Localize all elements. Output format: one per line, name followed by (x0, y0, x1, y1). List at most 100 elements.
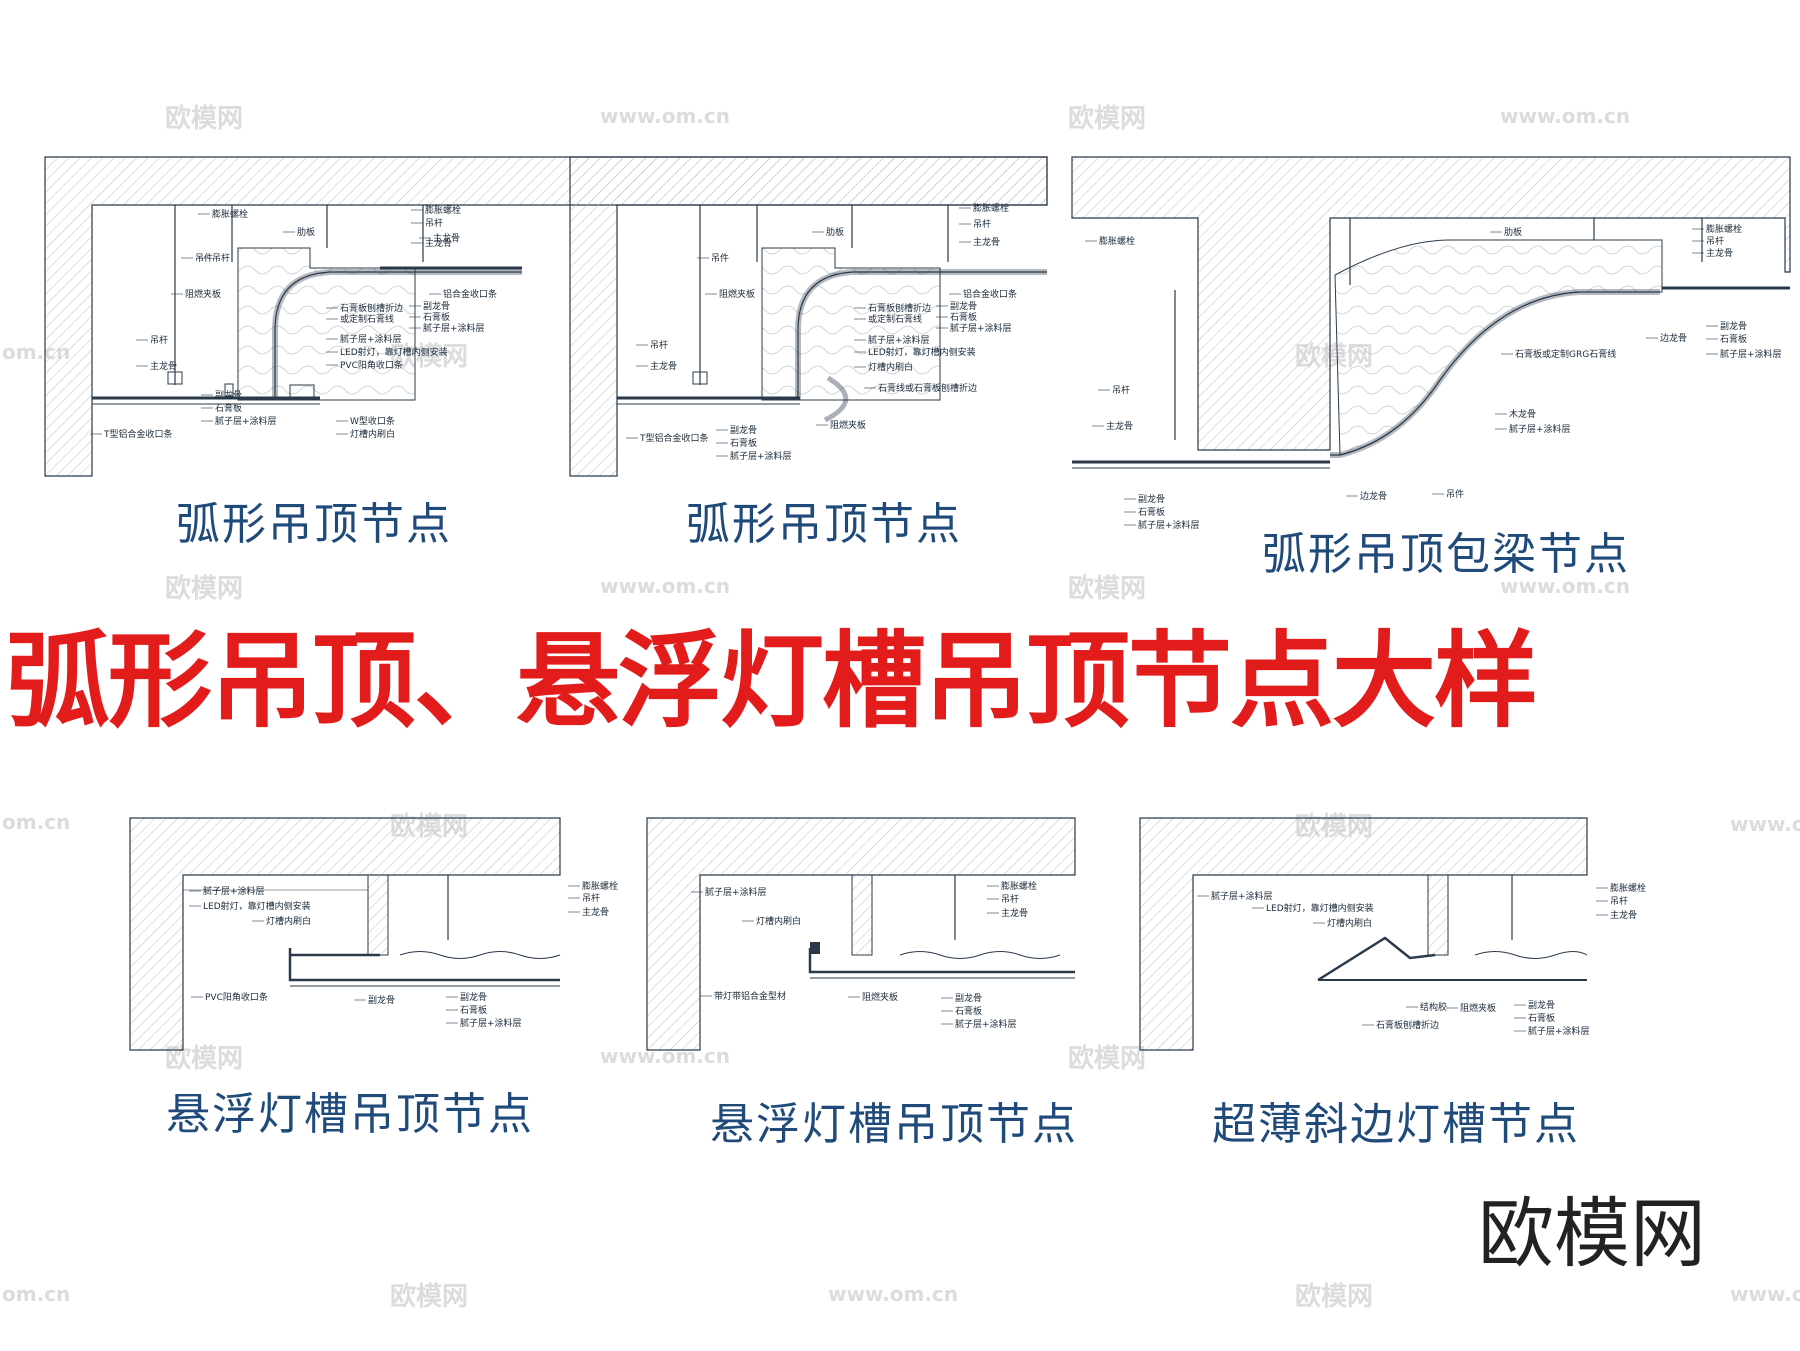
annotation-label: 腻子层+涂料层 (1138, 519, 1200, 531)
panel-5-concrete (646, 817, 1076, 1051)
annotation-label: 石膏板 (1528, 1012, 1555, 1024)
annotation-label: 边龙骨 (1360, 490, 1387, 502)
annotation-label: 带灯带铝合金型材 (714, 990, 786, 1002)
panel-3-title: 弧形吊顶包梁节点 (1262, 529, 1630, 580)
annotation-label: 副龙骨 (460, 991, 487, 1003)
annotation-label: 石膏线或石膏板刨槽折边 (878, 382, 977, 394)
watermark-url: www.om.cn (1500, 104, 1631, 128)
annotation-label: 石膏板刨槽折边 (1376, 1019, 1439, 1031)
annotation-label: 吊杆 (582, 892, 600, 904)
annotation-label: 腻子层+涂料层 (955, 1018, 1017, 1030)
annotation-label: 主龙骨 (150, 360, 177, 372)
annotation-label: 膨胀螺栓 (1099, 235, 1135, 247)
annotation-label: 主龙骨 (582, 906, 609, 918)
annotation-label: 或定制石膏线 (340, 313, 394, 325)
annotation-label: 主龙骨 (973, 236, 1000, 248)
annotation-label: 膨胀螺栓 (1610, 882, 1646, 894)
annotation-label: 副龙骨 (423, 300, 450, 312)
panel-5-title: 悬浮灯槽吊顶节点 (710, 1099, 1078, 1150)
panel-2-title: 弧形吊顶节点 (686, 499, 962, 550)
annotation-label: 吊杆 (1610, 895, 1628, 907)
annotation-label: 副龙骨 (215, 389, 242, 401)
annotation-label: 膨胀螺栓 (425, 204, 461, 216)
annotation-label: 腻子层+涂料层 (730, 450, 792, 462)
annotation-label: 结构胶 (1420, 1001, 1447, 1013)
annotation-label: 灯槽内刷白 (868, 361, 913, 373)
watermark-brand: 欧模网 (1068, 104, 1147, 134)
annotation-label: 灯槽内刷白 (1327, 917, 1372, 929)
annotation-label: 吊杆 (1001, 893, 1019, 905)
annotation-label: 副龙骨 (1528, 999, 1555, 1011)
annotation-label: 肋板 (826, 226, 844, 238)
watermark-url-short: om.cn (2, 810, 71, 834)
watermark-brand: 欧模网 (390, 1282, 469, 1312)
watermark-url: www.om.cn (828, 1282, 959, 1306)
annotation-label: 灯槽内刷白 (266, 915, 311, 927)
annotation-label: 灯槽内刷白 (350, 428, 395, 440)
annotation-label: 主龙骨 (1610, 909, 1637, 921)
annotation-label: 石膏板 (950, 311, 977, 323)
annotation-label: 石膏板刨槽折边 (868, 302, 931, 314)
panel-4-title: 悬浮灯槽吊顶节点 (166, 1089, 534, 1140)
panel-2-drawing (569, 156, 1048, 477)
panel-3-wood-block (1334, 239, 1663, 456)
annotation-label: 吊杆 (425, 217, 443, 229)
annotation-label: 主龙骨 (1001, 907, 1028, 919)
panel-6-concrete (1139, 817, 1588, 1051)
watermark-url: www.om.cn (600, 574, 731, 598)
watermark-url: www.om.cn (1730, 812, 1800, 836)
annotation-label: 腻子层+涂料层 (423, 322, 485, 334)
annotation-label: LED射灯，靠灯槽内侧安装 (340, 346, 448, 358)
annotation-label: 膨胀螺栓 (973, 202, 1009, 214)
annotation-label: 腻子层+涂料层 (340, 333, 402, 345)
panel-4-drawing (129, 817, 561, 1051)
main-title: 弧形吊顶、悬浮灯槽吊顶节点大样 (6, 620, 1538, 742)
panel-2-concrete (569, 156, 1048, 477)
annotation-label: 边龙骨 (1660, 332, 1687, 344)
annotation-labels: 膨胀螺栓吊杆主龙骨肋板吊件阻燃夹板副龙骨石膏板腻子层+涂料层吊杆主龙骨膨胀螺栓吊… (90, 202, 1782, 1037)
annotation-label: 阻燃夹板 (185, 288, 221, 300)
annotation-label: 石膏板 (955, 1005, 982, 1017)
annotation-label: 腻子层+涂料层 (1720, 348, 1782, 360)
annotation-label: 主龙骨 (425, 237, 452, 249)
annotation-label: 副龙骨 (955, 992, 982, 1004)
annotation-label: 吊杆 (212, 252, 230, 264)
annotation-label: 肋板 (1504, 226, 1522, 238)
annotation-label: 主龙骨 (650, 360, 677, 372)
panel-6-drawing (1139, 817, 1588, 1051)
annotation-label: 主龙骨 (1106, 420, 1133, 432)
annotation-label: 吊件 (711, 252, 729, 264)
watermark-brand: 欧模网 (1068, 1044, 1147, 1074)
annotation-label: PVC阳角收口条 (205, 991, 268, 1003)
panel-1-title: 弧形吊顶节点 (176, 499, 452, 550)
annotation-label: 石膏板 (1720, 333, 1747, 345)
panel-3-drawing (1071, 156, 1791, 469)
annotation-label: 腻子层+涂料层 (868, 334, 930, 346)
annotation-label: 铝合金收口条 (443, 288, 497, 300)
annotation-label: 石膏板刨槽折边 (340, 302, 403, 314)
annotation-label: 膨胀螺栓 (582, 880, 618, 892)
annotation-label: 膨胀螺栓 (212, 208, 248, 220)
watermark-brand: 欧模网 (165, 104, 244, 134)
annotation-label: PVC阳角收口条 (340, 359, 403, 371)
watermark-url: www.om.cn (1730, 1282, 1800, 1306)
annotation-label: 吊杆 (1706, 235, 1724, 247)
annotation-label: 石膏板 (423, 311, 450, 323)
watermark-url: www.om.cn (1500, 574, 1631, 598)
annotation-label: 腻子层+涂料层 (1211, 890, 1273, 902)
watermark-url-short: om.cn (2, 1282, 71, 1306)
annotation-label: W型收口条 (350, 415, 395, 427)
annotation-label: 石膏板 (730, 437, 757, 449)
panel-3-concrete (1071, 156, 1791, 451)
watermark-url: www.om.cn (600, 104, 731, 128)
annotation-label: 膨胀螺栓 (1001, 880, 1037, 892)
annotation-label: 副龙骨 (1138, 493, 1165, 505)
annotation-label: 吊件 (195, 252, 213, 264)
watermark-brand: 欧模网 (1068, 574, 1147, 604)
annotation-label: LED射灯，靠灯槽内侧安装 (868, 346, 976, 358)
annotation-label: 副龙骨 (368, 994, 395, 1006)
annotation-label: 阻燃夹板 (719, 288, 755, 300)
annotation-label: 膨胀螺栓 (1706, 223, 1742, 235)
annotation-label: 铝合金收口条 (963, 288, 1017, 300)
